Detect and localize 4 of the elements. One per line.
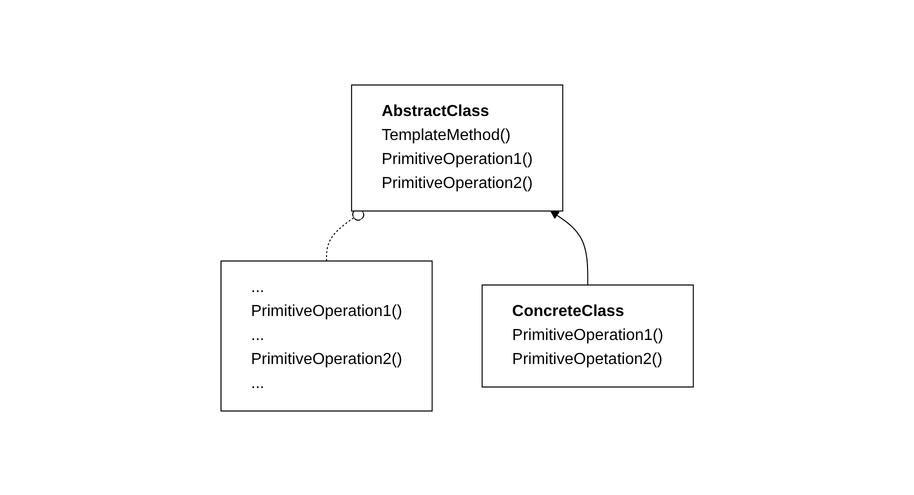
node-box: ConcreteClass PrimitiveOperation1() PrimitiveOpetation2()	[482, 284, 694, 387]
node-box: AbstractClass TemplateMethod() PrimitiveOperation1() PrimitiveOperation2()	[350, 84, 564, 211]
arrow	[550, 210, 588, 285]
node-box: ... PrimitiveOperation1() ... PrimitiveOperation2() ...	[220, 260, 432, 411]
